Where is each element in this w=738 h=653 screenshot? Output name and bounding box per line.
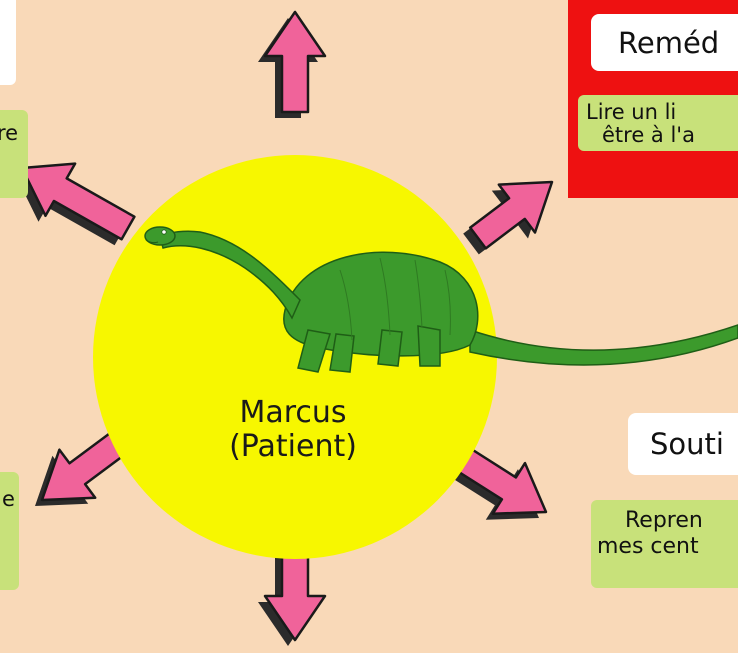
patient-role: (Patient) <box>208 430 378 464</box>
left-top-text: re <box>0 122 28 145</box>
support-title-text: Souti <box>650 427 724 461</box>
remediation-title-text: Reméd <box>618 26 719 60</box>
arrow-up-right <box>470 182 552 248</box>
left-top-text-card: re <box>0 110 28 198</box>
remediation-line-2: être à l'a <box>586 124 738 147</box>
left-bottom-text-card: e <box>0 472 19 590</box>
remediation-title: Reméd <box>591 14 738 71</box>
remediation-line-1: Lire un li <box>586 101 738 124</box>
support-text: Repren mes cent <box>591 500 738 588</box>
support-line-2: mes cent <box>597 534 738 560</box>
left-bottom-text: e <box>2 488 19 511</box>
arrow-up-left <box>22 164 134 240</box>
support-title: Souti <box>628 413 738 475</box>
patient-name: Marcus <box>208 396 378 430</box>
support-line-1: Repren <box>597 508 738 534</box>
remediation-text: Lire un li être à l'a <box>578 95 738 151</box>
left-top-title-card <box>0 0 16 85</box>
center-label: Marcus (Patient) <box>208 396 378 464</box>
